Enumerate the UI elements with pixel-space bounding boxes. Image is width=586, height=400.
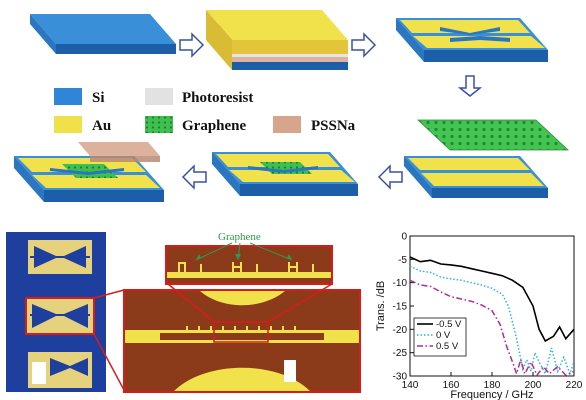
legend-label-si: Si xyxy=(92,90,105,106)
x-axis-label: Frequency / GHz xyxy=(450,389,533,400)
step4-graphene-transfer xyxy=(404,119,570,198)
device-overview-image xyxy=(6,232,106,392)
x-tick-label: 180 xyxy=(484,380,501,391)
series-line xyxy=(409,256,575,343)
step1-si-wafer xyxy=(30,14,176,54)
x-tick-label: 160 xyxy=(443,380,460,391)
x-tick-label: 200 xyxy=(525,380,542,391)
y-tick-label: -25 xyxy=(393,348,408,359)
legend-entry: -0.5 V xyxy=(436,319,462,330)
legend-swatch-photoresist xyxy=(145,88,173,105)
zoom-line-4 xyxy=(267,283,333,323)
micrograph-zoom xyxy=(123,289,361,393)
step5-graphene-patterned xyxy=(212,152,358,196)
y-tick-label: -20 xyxy=(393,325,408,336)
micrograph-zoom-box xyxy=(213,321,269,343)
y-axis-label: Trans. /dB xyxy=(375,281,387,331)
materials-legend: Si Au Photoresist Graphene PSSNa xyxy=(54,88,356,134)
graphene-zoom-inset: Graphene xyxy=(165,231,333,285)
legend-swatch-au xyxy=(54,116,82,133)
arrow-left-1 xyxy=(377,164,403,190)
legend-label-graphene: Graphene xyxy=(182,118,247,134)
legend-swatch-graphene xyxy=(145,116,173,133)
legend-label-au: Au xyxy=(92,118,111,134)
transmission-chart: 0 -5 -10 -15 -20 -25 -30 140 160 180 200 220 Frequ… xyxy=(375,232,583,400)
step6-pssna-coated xyxy=(14,142,164,202)
y-tick-label: -30 xyxy=(393,372,408,383)
y-tick-label: 0 xyxy=(401,232,407,243)
arrow-right-2 xyxy=(351,32,377,58)
chart-series xyxy=(409,256,575,377)
y-axis-ticks: 0 -5 -10 -15 -20 -25 -30 xyxy=(393,232,414,383)
legend-label-photoresist: Photoresist xyxy=(182,90,253,106)
graphene-annotation: Graphene xyxy=(218,231,261,243)
y-tick-label: -5 xyxy=(398,255,407,266)
arrow-left-2 xyxy=(181,164,207,190)
zoom-line-2 xyxy=(93,333,125,391)
zoom-line-1 xyxy=(93,289,125,299)
x-tick-label: 220 xyxy=(566,380,583,391)
step3-patterned-au xyxy=(396,18,548,62)
x-tick-label: 140 xyxy=(402,380,419,391)
legend-swatch-si xyxy=(54,88,82,105)
arrow-right-1 xyxy=(179,32,205,58)
y-tick-label: -15 xyxy=(393,302,408,313)
y-tick-label: -10 xyxy=(393,278,408,289)
legend-entry: 0 V xyxy=(436,330,451,341)
x-axis-ticks: 140 160 180 200 220 xyxy=(402,372,583,391)
series-line xyxy=(409,265,575,376)
series-line xyxy=(409,279,575,377)
arrow-down xyxy=(457,75,483,97)
step2-stack xyxy=(206,10,348,70)
chart-legend: -0.5 V0 V0.5 V xyxy=(413,317,467,357)
legend-swatch-pssna xyxy=(273,116,301,133)
legend-label-pssna: PSSNa xyxy=(311,118,356,134)
legend-entry: 0.5 V xyxy=(436,341,459,352)
zoom-line-3 xyxy=(167,283,215,323)
